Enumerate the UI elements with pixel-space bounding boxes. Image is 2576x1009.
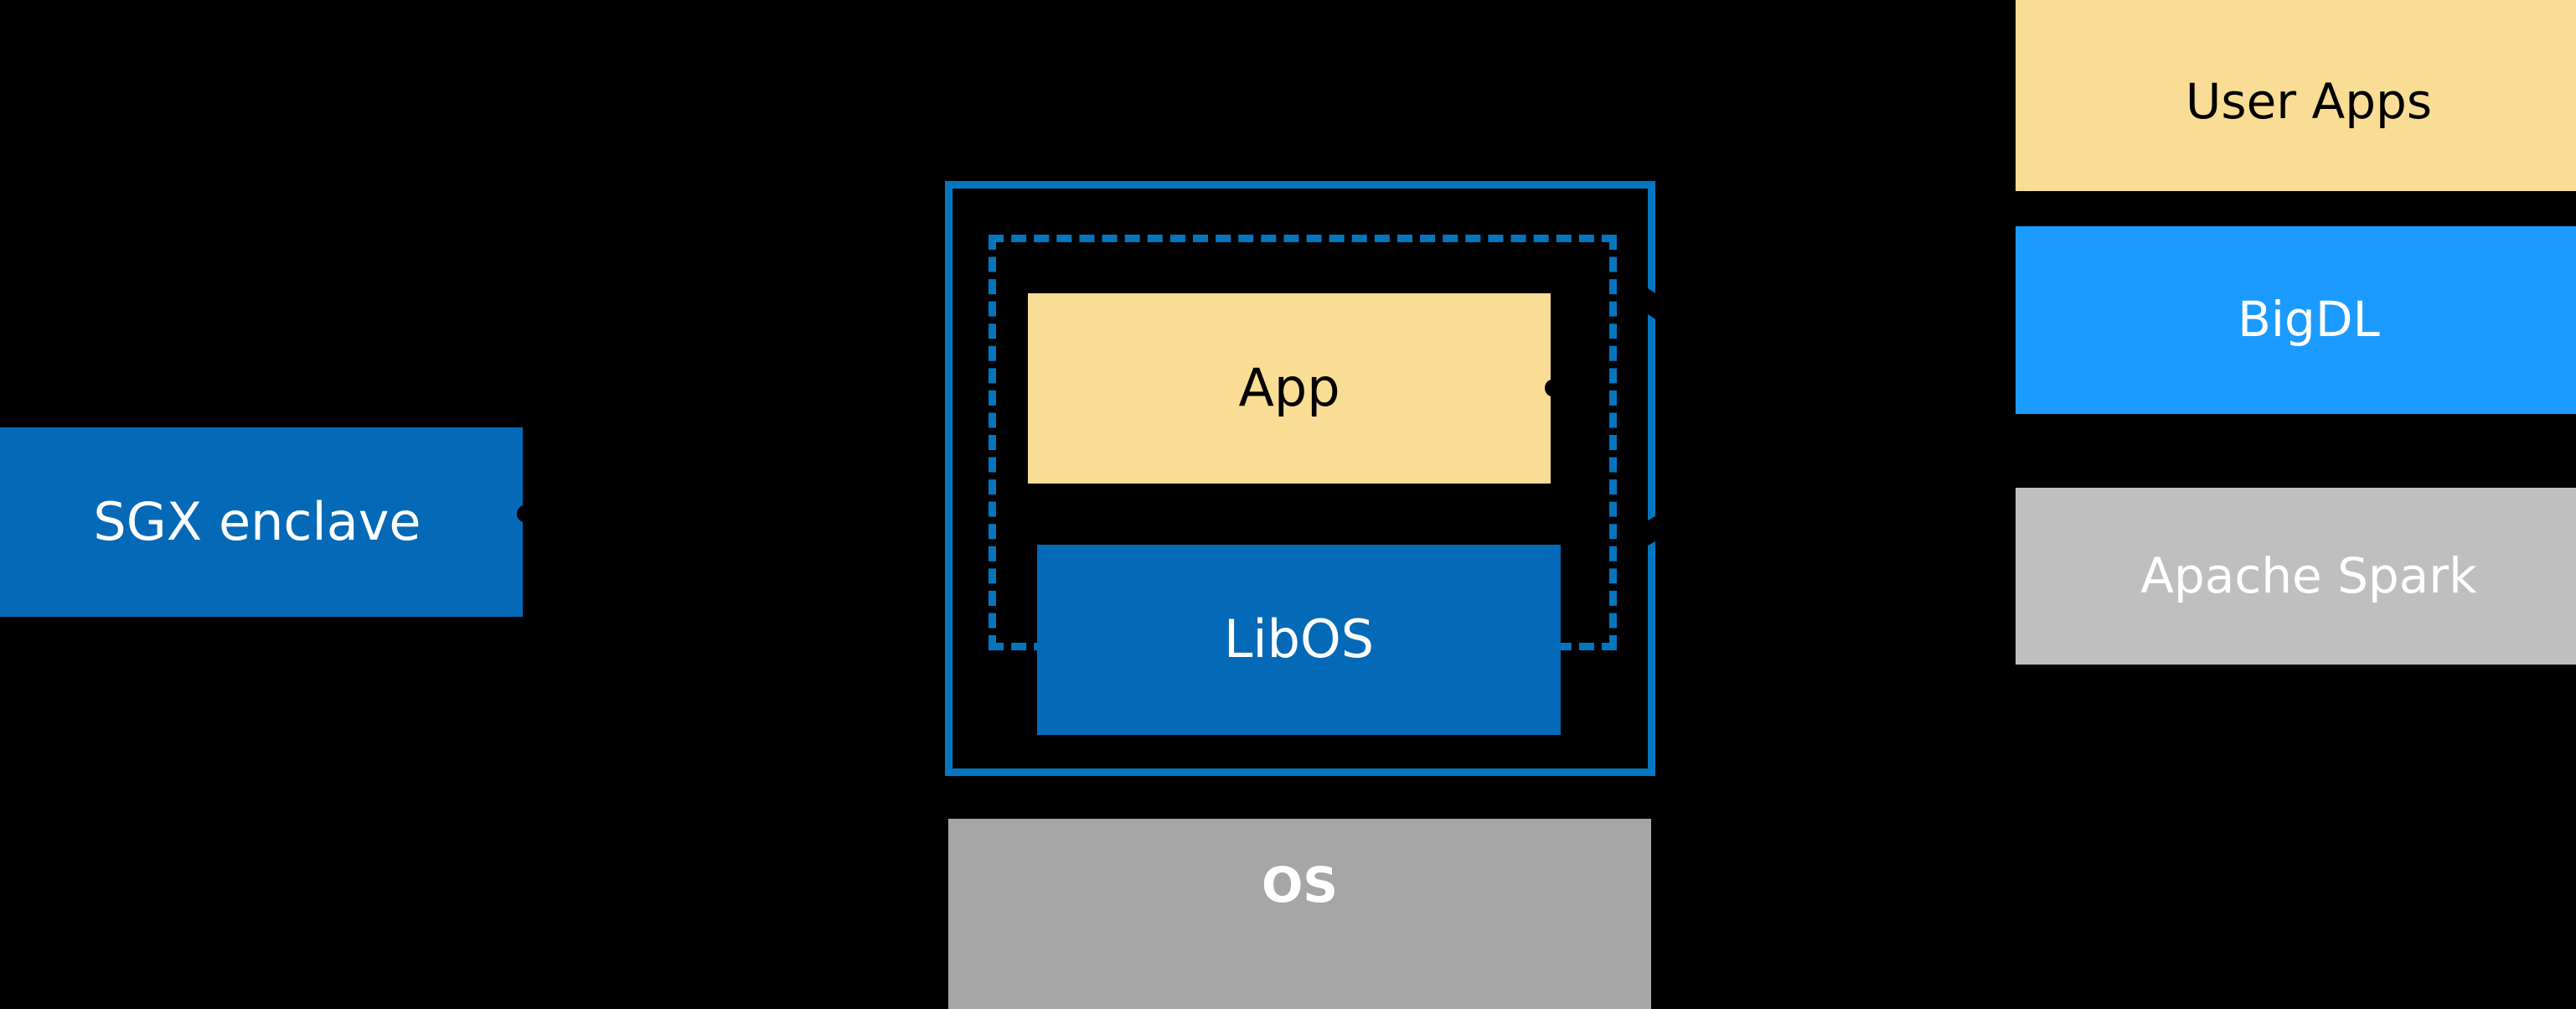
app-box: App: [1028, 293, 1551, 484]
os-box: OS: [948, 819, 1651, 1009]
enclave-solid-boundary: [945, 181, 1655, 776]
app-label: App: [1238, 357, 1340, 419]
app-left-arrowhead-icon: [1545, 380, 1560, 396]
sgx-enclave-box: SGX enclave: [0, 427, 523, 617]
os-label: OS: [1261, 856, 1339, 913]
user-apps-label: User Apps: [2185, 73, 2433, 131]
sgx-enclave-label: SGX enclave: [93, 490, 421, 552]
libos-box: LibOS: [1037, 545, 1561, 735]
user-apps-box: User Apps: [2016, 0, 2576, 191]
bigdl-label: BigDL: [2238, 291, 2380, 349]
libos-label: LibOS: [1223, 608, 1375, 670]
left-arrowhead-icon: [517, 505, 532, 522]
apache-spark-label: Apache Spark: [2140, 546, 2477, 604]
bigdl-box: BigDL: [2016, 226, 2576, 414]
apache-spark-box: Apache Spark: [2016, 488, 2576, 665]
